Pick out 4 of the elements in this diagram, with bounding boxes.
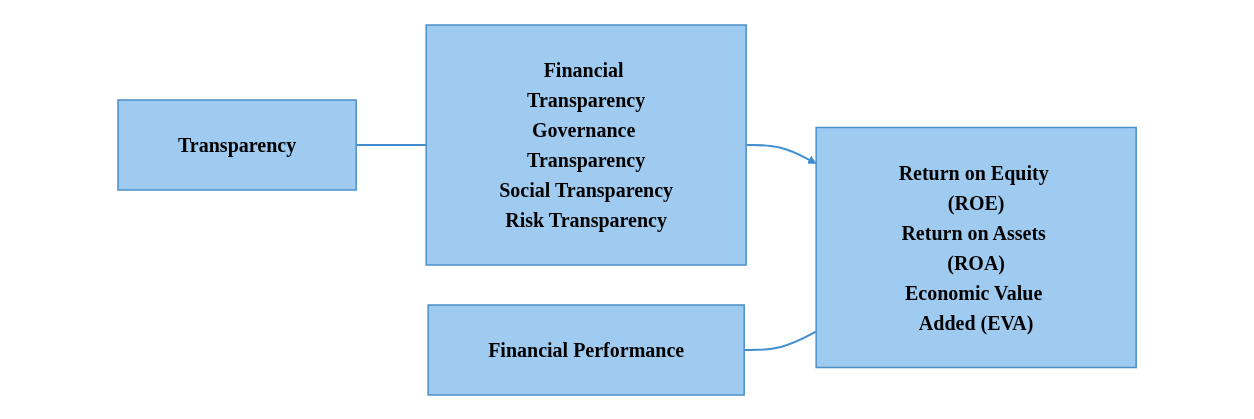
node-box: Transparency (117, 98, 357, 191)
node-box: Financial Transparency Governance Transparency Social Transparency Risk Transparency (425, 23, 747, 266)
node-box: Financial Performance (427, 303, 745, 396)
node-box: Return on Equity (ROE) Return on Assets (ROA) Economic Value Added (EVA) (815, 126, 1137, 368)
